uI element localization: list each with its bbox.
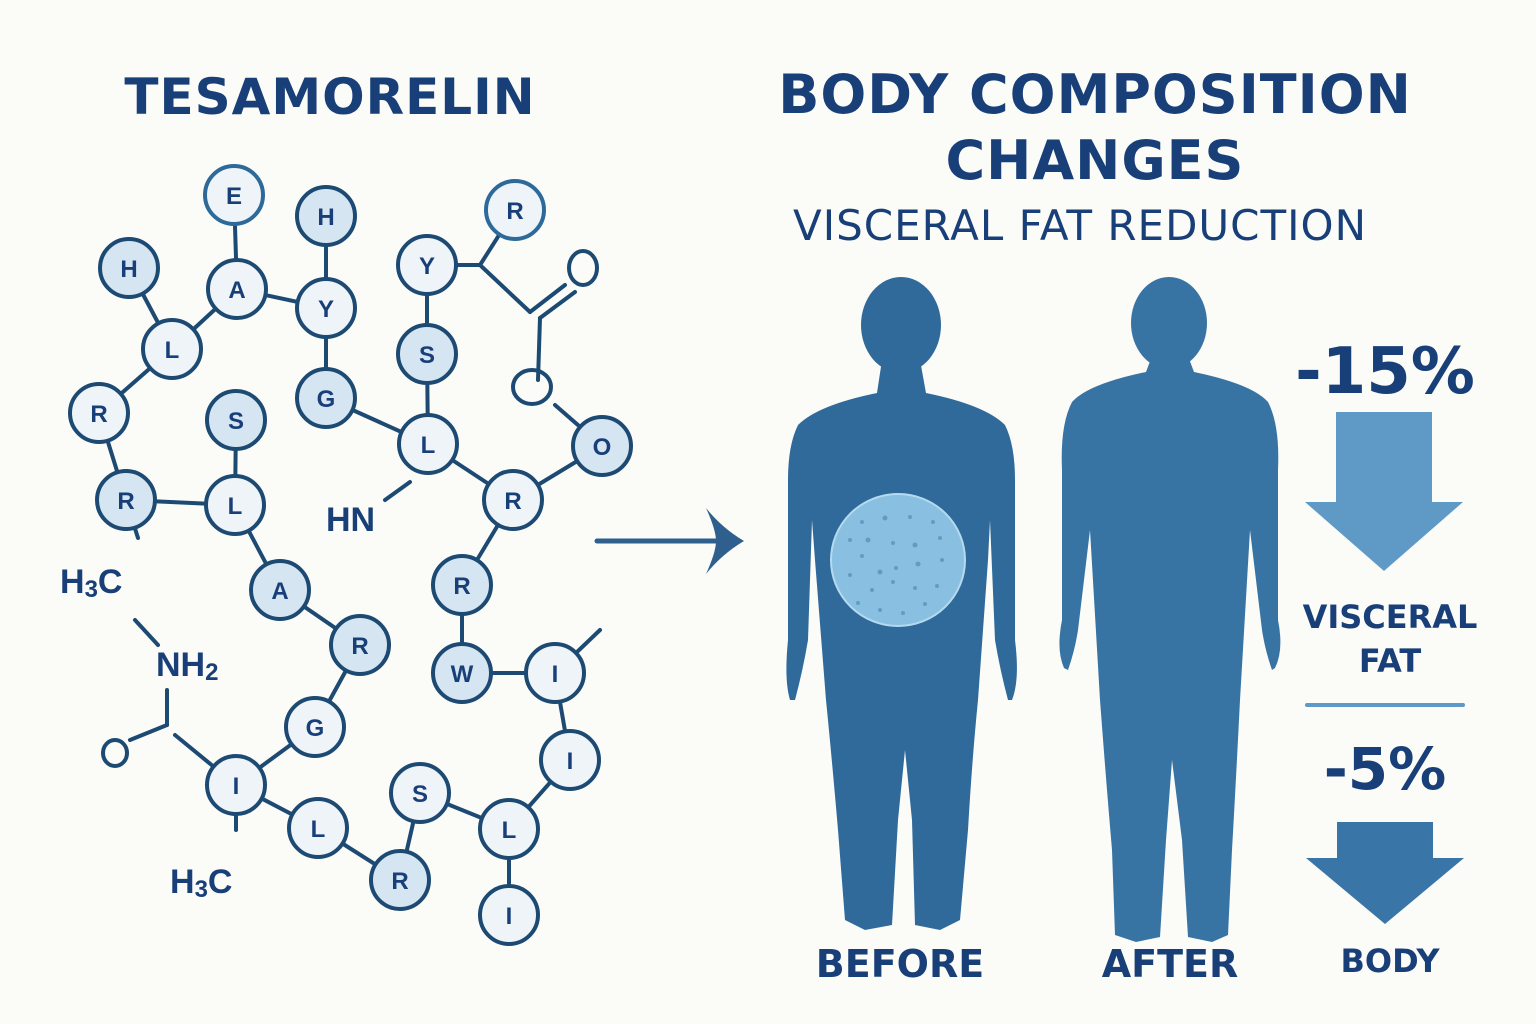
residue-letter: R xyxy=(504,488,521,515)
before-label: BEFORE xyxy=(815,942,985,986)
residue-node: G xyxy=(295,367,357,429)
residue-node: I xyxy=(539,729,601,791)
oxygen-atom xyxy=(511,368,553,406)
body-change-label: BODY xyxy=(1340,942,1440,980)
subtitle: VISCERAL FAT REDUCTION xyxy=(792,201,1368,250)
visceral-fat-area-icon xyxy=(830,493,966,627)
oxygen-atoms xyxy=(101,249,599,768)
residue-letter: R xyxy=(351,633,368,660)
residue-node: R xyxy=(484,179,546,241)
residue-node: W xyxy=(431,642,493,704)
residue-letter: A xyxy=(271,578,288,605)
residue-letter: I xyxy=(233,773,240,800)
nh2-label: NH2 xyxy=(156,646,219,686)
residue-node: L xyxy=(397,413,459,475)
residue-node: R xyxy=(329,614,391,676)
residue-letter: L xyxy=(165,337,180,364)
residue-node: G xyxy=(284,696,346,758)
residue-node: E xyxy=(203,164,265,226)
residue-letter: S xyxy=(228,408,244,435)
title-line-2: CHANGES xyxy=(945,129,1245,192)
residue-letter: E xyxy=(226,183,242,210)
visceral-fat-change-value: -15% xyxy=(1295,335,1475,409)
residue-letter: L xyxy=(228,493,243,520)
residue-letter: R xyxy=(506,198,523,225)
residue-node: O xyxy=(571,415,633,477)
visceral-fat-down-arrow-icon xyxy=(1305,412,1463,571)
residue-node: S xyxy=(396,323,458,385)
residue-letter: A xyxy=(228,277,245,304)
residue-node: S xyxy=(205,389,267,451)
after-label: AFTER xyxy=(1101,942,1239,986)
residue-node: R xyxy=(482,469,544,531)
residue-node: S xyxy=(389,762,451,824)
visceral-fat-change-label: VISCERAL FAT xyxy=(1285,595,1495,683)
residue-node: L xyxy=(287,797,349,859)
residue-node: I xyxy=(205,754,267,816)
residue-letter: R xyxy=(453,573,470,600)
residue-letter: S xyxy=(419,342,435,369)
residue-letter: L xyxy=(502,817,517,844)
after-silhouette-icon xyxy=(1059,277,1281,942)
oxygen-atom xyxy=(101,738,129,768)
residue-letter: R xyxy=(391,868,408,895)
residue-letter: L xyxy=(311,816,326,843)
residue-letter: G xyxy=(306,715,325,742)
title-line-1: BODY COMPOSITION xyxy=(778,63,1412,126)
residue-letter: S xyxy=(412,781,428,808)
residue-letter: H xyxy=(120,256,137,283)
h3c-label-top: H3C xyxy=(60,563,123,603)
residue-node: L xyxy=(141,318,203,380)
residue-letter: Y xyxy=(318,296,334,323)
residue-node: I xyxy=(478,884,540,946)
residue-node: L xyxy=(478,798,540,860)
residue-letter: G xyxy=(317,386,336,413)
residue-letter: I xyxy=(552,661,559,688)
amino-acid-residues: E H A H Y L G R S R Y S L O R L R A R R W I G I I S L L R I xyxy=(68,164,633,946)
right-arrow-icon xyxy=(594,508,744,574)
residue-letter: I xyxy=(567,748,574,775)
residue-node: Y xyxy=(295,277,357,339)
stat-label-line-2: FAT xyxy=(1358,642,1422,680)
residue-node: H xyxy=(98,237,160,299)
residue-letter: L xyxy=(421,432,436,459)
residue-node: A xyxy=(206,258,268,320)
hn-label: HN xyxy=(326,501,376,539)
residue-node: H xyxy=(295,185,357,247)
residue-node: R xyxy=(68,382,130,444)
residue-letter: I xyxy=(506,903,513,930)
residue-letter: H xyxy=(317,204,334,231)
residue-node: L xyxy=(204,474,266,536)
residue-node: I xyxy=(524,642,586,704)
h3c-label-bottom: H3C xyxy=(170,863,233,903)
residue-node: Y xyxy=(396,234,458,296)
body-down-arrow-icon xyxy=(1306,822,1464,924)
residue-letter: W xyxy=(451,661,474,688)
body-composition-title: BODY COMPOSITION CHANGES xyxy=(700,62,1490,194)
before-silhouette-icon xyxy=(786,277,1017,930)
residue-letter: R xyxy=(90,401,107,428)
molecule-title: TESAMORELIN xyxy=(124,68,536,126)
residue-letter: O xyxy=(593,434,612,461)
stat-label-line-1: VISCERAL xyxy=(1302,598,1478,636)
body-change-value: -5% xyxy=(1323,735,1447,803)
residue-node: R xyxy=(95,469,157,531)
residue-letter: Y xyxy=(419,253,435,280)
residue-node: R xyxy=(369,849,431,911)
oxygen-atom xyxy=(567,249,599,287)
residue-node: A xyxy=(249,559,311,621)
residue-node: R xyxy=(431,554,493,616)
residue-letter: R xyxy=(117,488,134,515)
